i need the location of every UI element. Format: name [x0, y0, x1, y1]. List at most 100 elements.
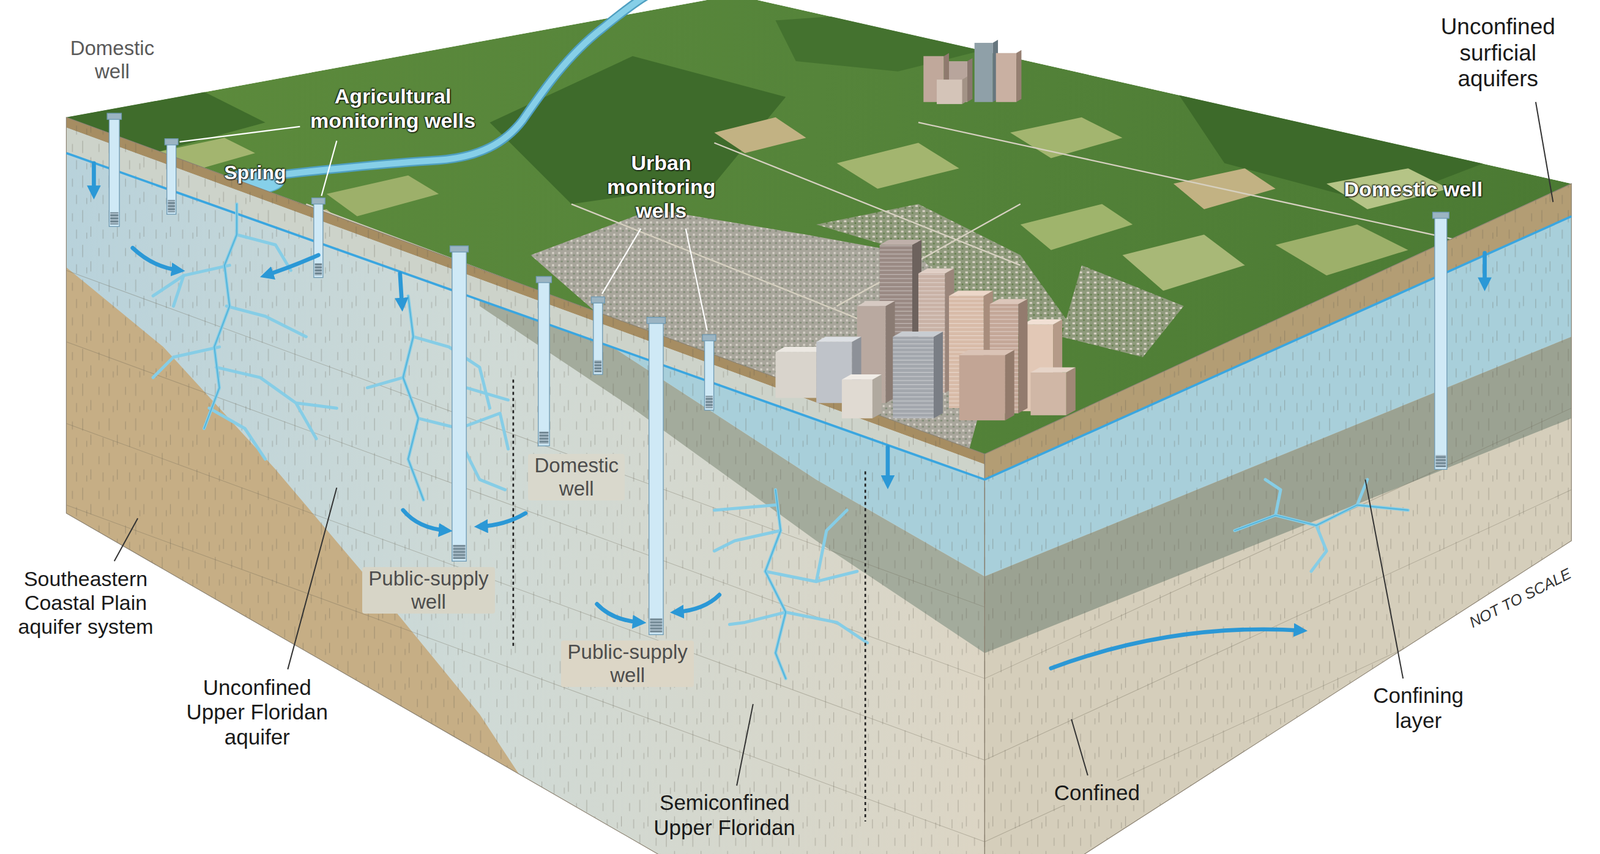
well-label: Public-supply well [362, 567, 495, 614]
city-buildings [879, 239, 922, 245]
karst-conduits [765, 490, 786, 680]
well-casing [167, 200, 175, 213]
aquifer-label: Confined [1051, 780, 1143, 806]
leader-line [321, 140, 337, 196]
city-buildings [775, 239, 1076, 421]
feature-label-box: Spring [223, 161, 286, 185]
well-label-box: Domestic well [528, 453, 625, 501]
left-cross-section [40, 102, 1001, 854]
land-surface [1122, 234, 1246, 292]
city-buildings [872, 374, 882, 419]
city-buildings [892, 331, 943, 337]
flow-arrow [1051, 629, 1303, 669]
flow-arrow [265, 255, 319, 276]
well-label-box: Agricultural monitoring wells [303, 84, 483, 133]
city-buildings [959, 354, 1006, 421]
well-label-box: Public-supply well [561, 640, 694, 688]
leader-line [179, 126, 708, 332]
flow-arrow [675, 594, 720, 612]
city-buildings [959, 349, 1015, 355]
water-table-line [66, 152, 1572, 480]
leader-line [1365, 479, 1403, 679]
flow-arrow [132, 247, 180, 271]
flow-arrow [479, 513, 526, 527]
aquifer-label-box: Unconfined surficial aquifers [1429, 14, 1567, 93]
city-buildings [1066, 367, 1076, 415]
well-casing [449, 245, 469, 253]
city-buildings [1022, 319, 1063, 325]
well-casing [646, 317, 666, 324]
distant-city [1016, 50, 1022, 103]
well-casing [539, 431, 549, 445]
boundary-dotted-line [864, 471, 867, 822]
well-casing [107, 113, 122, 120]
karst-conduits [403, 296, 424, 501]
well-casing [593, 301, 603, 375]
river [275, 0, 653, 176]
flow-arrow [1482, 253, 1487, 286]
karst-conduits [152, 265, 306, 378]
city-buildings [816, 336, 861, 342]
well-casing [649, 618, 663, 633]
well-label: Agricultural monitoring wells [303, 84, 483, 133]
river [222, 0, 654, 215]
city-buildings [841, 374, 882, 380]
land-surface [1060, 265, 1184, 358]
block-outline [66, 117, 1572, 854]
well-casing [1434, 216, 1448, 470]
flow-arrow [885, 447, 891, 484]
well-casing [705, 395, 713, 409]
well-casing [649, 321, 664, 635]
well-casing [167, 143, 177, 215]
leader-line [1071, 719, 1088, 776]
city-buildings [1005, 349, 1015, 421]
distant-city [974, 42, 994, 103]
karst-conduits [1234, 479, 1409, 572]
city-buildings [989, 299, 1028, 305]
left-cross-section [40, 102, 1001, 854]
flow-arrow [400, 273, 402, 306]
flow-arrow [93, 163, 1485, 669]
well-casing [1435, 455, 1446, 468]
well-casing [314, 263, 322, 276]
well-casing [452, 250, 467, 562]
well-casing [107, 113, 1449, 635]
land-surface [837, 143, 960, 190]
land-surface [1020, 204, 1133, 251]
distant-city [923, 39, 1022, 105]
distant-city [962, 76, 968, 105]
leader-line [685, 228, 708, 332]
well-label: Public-supply well [561, 640, 694, 688]
leader-line [114, 102, 1553, 786]
aquifer-label-box: Unconfined Upper Floridan aquifer [180, 675, 334, 750]
aquifer-label-box: Semiconfined Upper Floridan [647, 790, 801, 841]
aquifer-label: Southeastern Coastal Plain aquifer syste… [9, 567, 163, 639]
karst-conduits [367, 336, 508, 490]
well-casing [108, 117, 120, 227]
city-buildings [892, 336, 934, 418]
aquifer-label: Semiconfined Upper Floridan [647, 790, 801, 841]
well-label-box: Domestic well [63, 36, 161, 84]
river [275, 0, 653, 176]
boundary-dotted-line [512, 379, 515, 648]
city-buildings [1030, 367, 1076, 373]
distant-city [936, 79, 963, 105]
city-buildings [857, 301, 896, 306]
aquifer-label-box: Southeastern Coastal Plain aquifer syste… [9, 567, 163, 639]
well-casing [702, 334, 716, 341]
scale-note-box: NOT TO SCALE [1466, 564, 1575, 632]
feature-label: Spring [223, 161, 286, 185]
water-table-line [66, 152, 1572, 480]
karst-conduits [204, 204, 1409, 680]
distant-city [996, 53, 1017, 103]
well-casing [311, 198, 325, 205]
aquifer-label: Unconfined Upper Floridan aquifer [180, 675, 334, 750]
land-surface [1010, 117, 1123, 159]
city-buildings [841, 379, 873, 418]
boundary-dotted-line [513, 379, 866, 822]
well-label: Domestic well [63, 36, 161, 84]
land-surface [326, 175, 439, 217]
leader-line [602, 228, 641, 295]
karst-conduits [714, 505, 867, 644]
